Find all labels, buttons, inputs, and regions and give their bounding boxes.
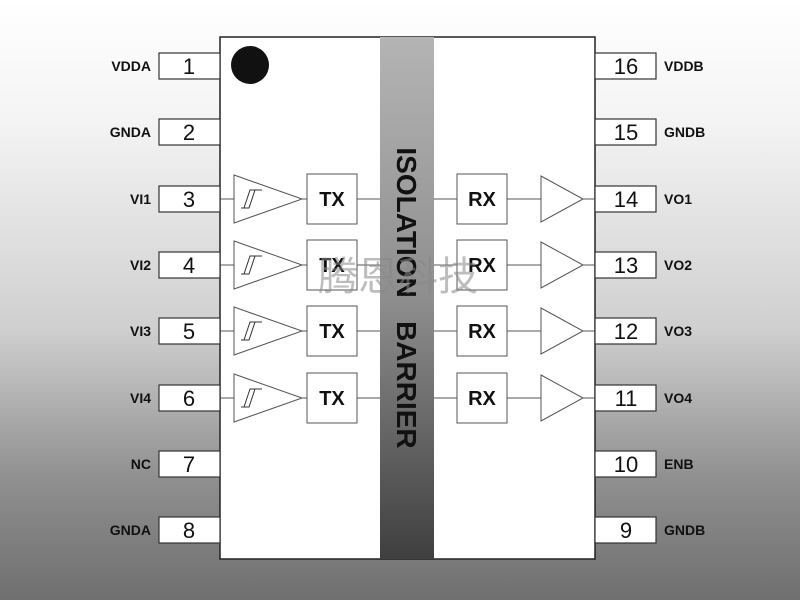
right-pin-10-label: ENB	[664, 456, 694, 472]
output-buffer-3	[540, 307, 585, 355]
right-pin-12-box	[594, 317, 657, 345]
tx-block-2	[306, 239, 358, 291]
left-pin-4-label: VI2	[130, 257, 151, 273]
rx-label: RX	[468, 388, 496, 410]
schmitt-buffer-1	[233, 174, 304, 224]
rx-label: RX	[468, 189, 496, 211]
left-pin-4-box	[158, 251, 221, 279]
channel-4: TX RX	[220, 372, 595, 424]
right-pin-16-box	[594, 52, 657, 80]
right-pin-14-number: 14	[614, 187, 638, 212]
isolation-barrier-label: ISOLATION BARRIER	[391, 147, 422, 448]
left-pin-3-number: 3	[183, 187, 195, 212]
rx-label: RX	[468, 321, 496, 343]
right-pin-13-number: 13	[614, 253, 638, 278]
output-buffer-1	[540, 175, 585, 223]
right-pin-9-number: 9	[620, 518, 632, 543]
schmitt-buffer-3	[233, 306, 304, 356]
right-pin-14-label: VO1	[664, 191, 692, 207]
rx-block-4	[456, 372, 508, 424]
output-buffer-2	[540, 241, 585, 289]
left-pin-8-box	[158, 516, 221, 544]
right-pin-12-label: VO3	[664, 323, 692, 339]
left-pin-7-label: NC	[131, 456, 151, 472]
left-pin-7-box	[158, 450, 221, 478]
right-pin-11-label: VO4	[664, 390, 692, 406]
tx-label: TX	[319, 321, 345, 343]
right-pin-9-label: GNDB	[664, 522, 705, 538]
left-pin-6-label: VI4	[130, 390, 151, 406]
left-pin-8-label: GNDA	[110, 522, 151, 538]
right-pin-10-box	[594, 450, 657, 478]
right-pin-9-box	[594, 516, 657, 544]
left-pin-2-box	[158, 118, 221, 146]
tx-block-4	[306, 372, 358, 424]
right-pin-16-label: VDDB	[664, 58, 704, 74]
pin1-indicator-dot	[231, 46, 269, 84]
isolation-barrier	[380, 37, 434, 559]
left-pin-1-box	[158, 52, 221, 80]
schmitt-trigger-icon	[241, 388, 262, 408]
left-pin-2-label: GNDA	[110, 124, 151, 140]
left-pin-2-number: 2	[183, 120, 195, 145]
channel-3: TX RX	[220, 305, 595, 357]
schmitt-buffer-2	[233, 240, 304, 290]
rx-block-2	[456, 239, 508, 291]
schmitt-trigger-icon	[241, 189, 262, 209]
left-pin-6-number: 6	[183, 386, 195, 411]
right-pin-15-number: 15	[614, 120, 638, 145]
right-pin-11-box	[594, 384, 657, 412]
right-pin-15-box	[594, 118, 657, 146]
rx-block-1	[456, 173, 508, 225]
left-pin-8-number: 8	[183, 518, 195, 543]
rx-label: RX	[468, 255, 496, 277]
tx-block-3	[306, 305, 358, 357]
right-pin-15-label: GNDB	[664, 124, 705, 140]
right-pin-14-box	[594, 185, 657, 213]
left-pin-4-number: 4	[183, 253, 195, 278]
left-pin-3-box	[158, 185, 221, 213]
schmitt-trigger-icon	[241, 255, 262, 275]
left-pin-1-number: 1	[183, 54, 195, 79]
watermark: 腾恩科技	[318, 254, 478, 300]
tx-label: TX	[319, 388, 345, 410]
left-pin-5-label: VI3	[130, 323, 151, 339]
right-pin-13-box	[594, 251, 657, 279]
left-pin-6-box	[158, 384, 221, 412]
schmitt-trigger-icon	[241, 321, 262, 341]
schmitt-buffer-4	[233, 373, 304, 423]
left-pin-5-box	[158, 317, 221, 345]
channel-2: TX RX	[220, 239, 595, 291]
tx-label: TX	[319, 189, 345, 211]
channel-1: TX RX	[220, 173, 595, 225]
right-pin-12-number: 12	[614, 319, 638, 344]
tx-label: TX	[319, 255, 345, 277]
output-buffer-4	[540, 374, 585, 422]
left-pin-5-number: 5	[183, 319, 195, 344]
right-pin-16-number: 16	[614, 54, 638, 79]
left-pin-7-number: 7	[183, 452, 195, 477]
right-pin-13-label: VO2	[664, 257, 692, 273]
left-pin-1-label: VDDA	[111, 58, 151, 74]
left-pin-3-label: VI1	[130, 191, 151, 207]
right-pin-11-number: 11	[615, 386, 638, 411]
tx-block-1	[306, 173, 358, 225]
right-pin-10-number: 10	[614, 452, 638, 477]
rx-block-3	[456, 305, 508, 357]
